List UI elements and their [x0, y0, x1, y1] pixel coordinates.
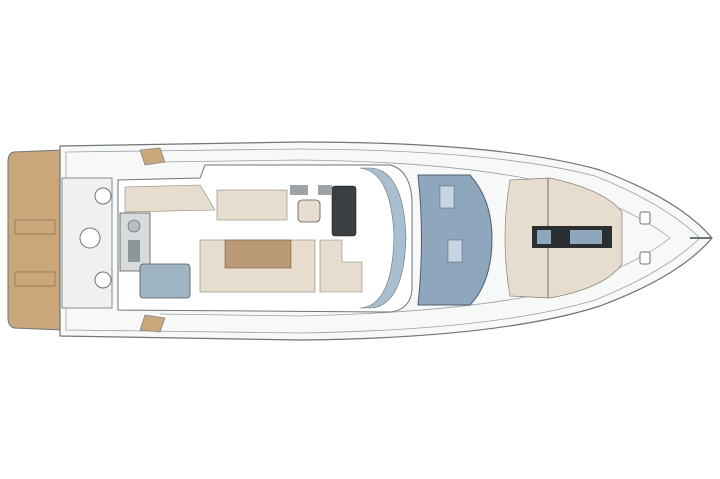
aft-structure — [61, 147, 166, 333]
aft-seat — [216, 189, 288, 221]
helm-console — [331, 185, 357, 237]
winch-icon — [94, 187, 112, 205]
windshield — [417, 174, 493, 306]
flybridge — [117, 164, 413, 313]
lounge-table — [224, 239, 292, 269]
hatch — [139, 263, 191, 299]
helm-seat — [297, 199, 321, 223]
winch-icon — [79, 227, 101, 249]
foredeck-sunpad — [504, 177, 651, 299]
winch-icon — [94, 271, 112, 289]
swim-platform — [7, 149, 63, 331]
